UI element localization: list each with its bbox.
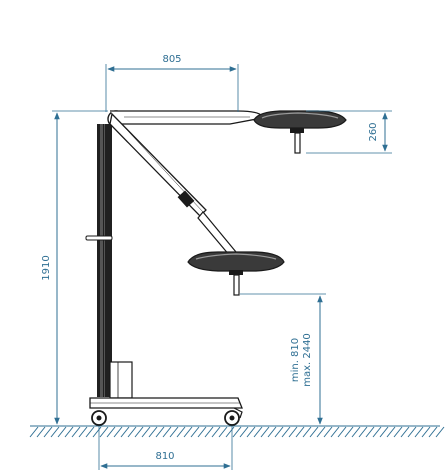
diagonal-arm — [109, 112, 237, 257]
floor — [29, 425, 445, 438]
dimension-arm-length: 805 — [105, 54, 239, 112]
stand-base — [89, 397, 243, 426]
label-810: 810 — [155, 451, 174, 462]
lower-lamp-head — [187, 251, 285, 296]
label-1910: 1910 — [41, 255, 52, 280]
label-805: 805 — [162, 54, 181, 65]
floor-hatching — [29, 426, 445, 438]
upper-lamp-head — [253, 110, 347, 154]
label-max-2440: max. 2440 — [302, 333, 313, 387]
dimension-base-width: 810 — [98, 426, 233, 470]
label-min-810: min. 810 — [290, 338, 301, 382]
dimension-height-range: min. 810 max. 2440 — [240, 293, 326, 425]
label-260: 260 — [368, 122, 379, 141]
upper-arm — [107, 110, 263, 128]
dimension-total-height: 1910 — [41, 110, 108, 425]
stand-column — [85, 124, 133, 399]
dimension-head-height: 260 — [306, 110, 392, 154]
